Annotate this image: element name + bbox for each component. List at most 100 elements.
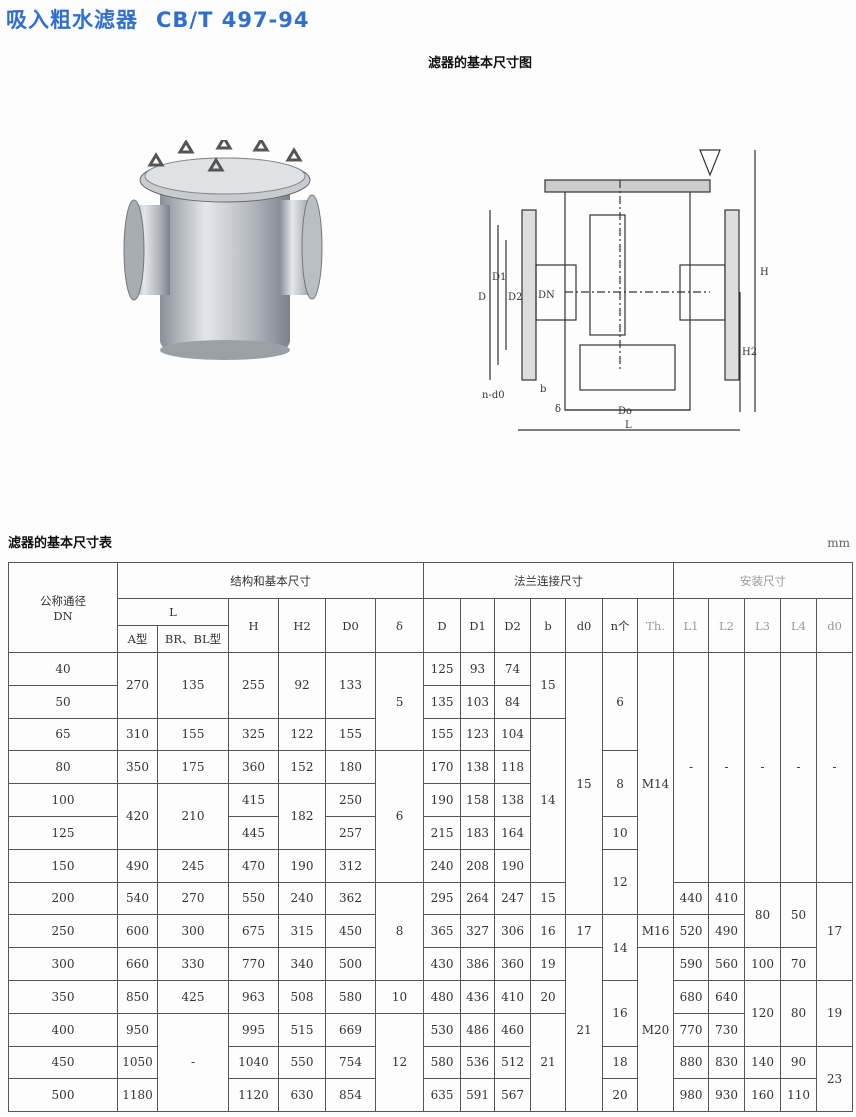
cell-D2: 84: [494, 684, 532, 719]
cell-L1: 440: [673, 881, 710, 916]
cell-dn: 200: [8, 881, 118, 916]
cell-L3: 120: [744, 979, 782, 1047]
cell-L-BR: 425: [157, 979, 229, 1014]
cell-D2: 138: [494, 783, 532, 817]
header-L2: L2: [708, 598, 746, 653]
header-delta: δ: [374, 598, 425, 653]
product-name: 吸入粗水滤器: [6, 8, 138, 32]
cell-D0: 450: [325, 914, 376, 949]
cell-L-A: 310: [117, 717, 158, 752]
cell-D0: 754: [325, 1045, 376, 1080]
cell-D0: 500: [325, 947, 376, 981]
cell-D1: 386: [460, 947, 496, 981]
header-H: H: [228, 598, 279, 653]
housing-outline: [564, 187, 691, 411]
cell-H2: 630: [278, 1078, 326, 1113]
cell-H: 963: [228, 979, 279, 1014]
cell-L-BR: 270: [157, 881, 229, 916]
cell-b: 21: [530, 1012, 567, 1113]
cell-D2: 360: [494, 947, 532, 981]
cell-D1: 486: [460, 1012, 496, 1047]
cell-L-A: 950: [117, 1012, 158, 1047]
cell-d0: 17: [565, 914, 604, 949]
cell-dn: 500: [8, 1078, 118, 1113]
cell-D1: 93: [460, 652, 496, 686]
cell-D: 635: [423, 1078, 462, 1113]
cell-D1: 123: [460, 717, 496, 752]
cell-H2: 340: [278, 947, 326, 981]
cell-n: 18: [602, 1045, 639, 1080]
cell-L-A: 600: [117, 914, 158, 949]
cell-n: 8: [602, 750, 639, 817]
cell-H: 1040: [228, 1045, 279, 1080]
cell-b: 16: [530, 914, 567, 949]
cell-H: 1120: [228, 1078, 279, 1113]
cell-L-A: 540: [117, 881, 158, 916]
cell-L1: -: [673, 652, 710, 883]
cell-D2: 74: [494, 652, 532, 686]
cell-L3: 160: [744, 1078, 782, 1113]
cell-D0: 250: [325, 783, 376, 817]
cell-L2: 930: [708, 1078, 746, 1113]
cell-Th: M14: [637, 651, 675, 916]
cell-H2: 515: [278, 1012, 326, 1047]
cell-L-BR: 135: [157, 652, 229, 719]
label-D: D: [478, 292, 486, 303]
cell-D: 125: [423, 652, 462, 686]
cell-D0: 312: [325, 848, 376, 883]
cell-H2: 182: [278, 783, 326, 850]
label-D1: D1: [492, 272, 506, 283]
cell-d0: 21: [565, 947, 604, 1113]
header-b: b: [530, 598, 567, 653]
cell-dn: 125: [8, 815, 118, 850]
cell-D1: 591: [460, 1078, 496, 1113]
cell-dn: 350: [8, 979, 118, 1014]
cell-dn: 400: [8, 1012, 118, 1047]
cell-L2: 730: [708, 1012, 746, 1047]
label-H: H: [760, 267, 769, 278]
header-group-install: 安装尺寸: [673, 562, 854, 599]
cell-delta: 8: [374, 881, 425, 981]
label-DN: DN: [538, 290, 555, 301]
cell-L3: 80: [744, 881, 782, 949]
cell-d0-install: 23: [816, 1045, 854, 1113]
cell-H2: 122: [278, 717, 326, 752]
cell-L-A: 850: [117, 979, 158, 1014]
header-D2: D2: [494, 598, 532, 653]
cell-H: 445: [228, 815, 279, 850]
cell-D: 215: [423, 815, 462, 850]
cell-L-BR: -: [157, 1012, 229, 1113]
header-d0: d0: [565, 598, 604, 653]
cell-L4: 110: [780, 1078, 818, 1113]
header-Th: Th.: [637, 598, 675, 653]
cell-L-BR: 175: [157, 750, 229, 785]
cell-L-BR: 245: [157, 848, 229, 883]
cell-D: 135: [423, 684, 462, 719]
cell-H: 325: [228, 717, 279, 752]
header-D: D: [423, 598, 462, 653]
cell-d0: 15: [565, 651, 604, 916]
cell-L-A: 1050: [117, 1045, 158, 1080]
cell-D1: 183: [460, 815, 496, 850]
header-L1: L1: [673, 598, 710, 653]
cell-L-A: 270: [117, 652, 158, 719]
label-H2: H2: [742, 347, 757, 358]
cell-L1: 980: [673, 1078, 710, 1113]
cell-H: 770: [228, 947, 279, 981]
cell-D0: 257: [325, 815, 376, 850]
cell-D2: 164: [494, 815, 532, 850]
cell-H2: 92: [278, 652, 326, 719]
cell-D1: 158: [460, 783, 496, 817]
cell-D: 430: [423, 947, 462, 981]
header-L3: L3: [744, 598, 782, 653]
header-L-BR: BR、BL型: [157, 625, 229, 653]
cell-b: 14: [530, 717, 567, 883]
cell-H2: 240: [278, 881, 326, 916]
cell-H: 550: [228, 881, 279, 916]
cell-dn: 65: [8, 717, 118, 752]
cell-L4: 70: [780, 947, 818, 981]
